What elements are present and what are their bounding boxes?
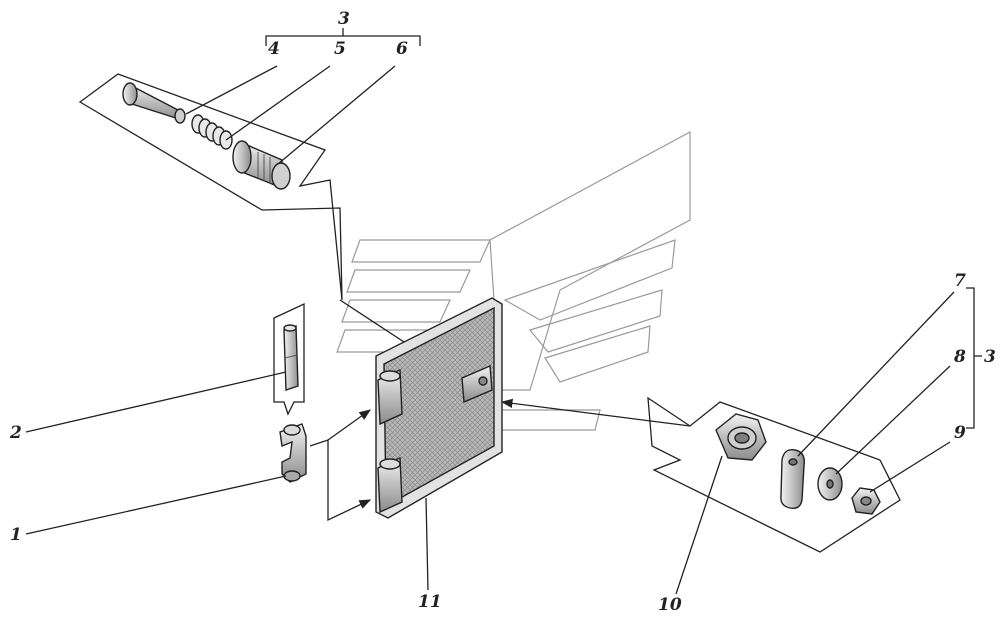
label-small-nut: 9 — [954, 423, 966, 443]
leader-nut — [675, 455, 723, 595]
leader-small-nut — [869, 441, 951, 493]
lock-pin — [122, 82, 186, 124]
lock-group-bracket — [265, 28, 421, 46]
leader-pin — [185, 65, 278, 115]
label-fastener-group: 3 — [984, 347, 996, 367]
small-nut — [851, 487, 881, 515]
label-hinge: 1 — [10, 525, 22, 545]
label-pin: 4 — [268, 39, 280, 59]
leader-spring — [225, 65, 331, 141]
arrow-hinge-lower — [309, 439, 372, 522]
fastener-group-bracket — [966, 287, 982, 429]
large-nut — [715, 413, 767, 461]
label-spring: 5 — [334, 39, 346, 59]
lock-bushing — [232, 140, 291, 190]
leader-door — [425, 497, 429, 591]
leader-washer — [835, 365, 951, 475]
leader-hinge — [25, 475, 287, 535]
fastener-callout-panel — [647, 396, 901, 553]
label-washer: 8 — [953, 347, 966, 367]
leader-plate — [797, 291, 955, 457]
label-bushing: 6 — [396, 39, 408, 59]
lock-spring — [191, 114, 233, 150]
washer — [817, 467, 843, 501]
label-door: 11 — [418, 592, 442, 612]
label-hinge-pin: 2 — [9, 423, 22, 443]
lock-callout-panel — [78, 73, 343, 301]
hinge-part — [279, 423, 307, 483]
hinge-pin-callout — [273, 302, 305, 416]
label-nut: 10 — [658, 595, 682, 615]
arrow-to-door — [500, 398, 691, 427]
leader-hinge-pin — [25, 371, 287, 433]
lock-plate — [780, 449, 805, 510]
arrow-hinge-upper — [327, 409, 371, 441]
leader-bushing — [277, 65, 396, 165]
label-lock-group: 3 — [338, 9, 350, 29]
door-panel — [375, 297, 503, 519]
label-plate: 7 — [954, 271, 966, 291]
